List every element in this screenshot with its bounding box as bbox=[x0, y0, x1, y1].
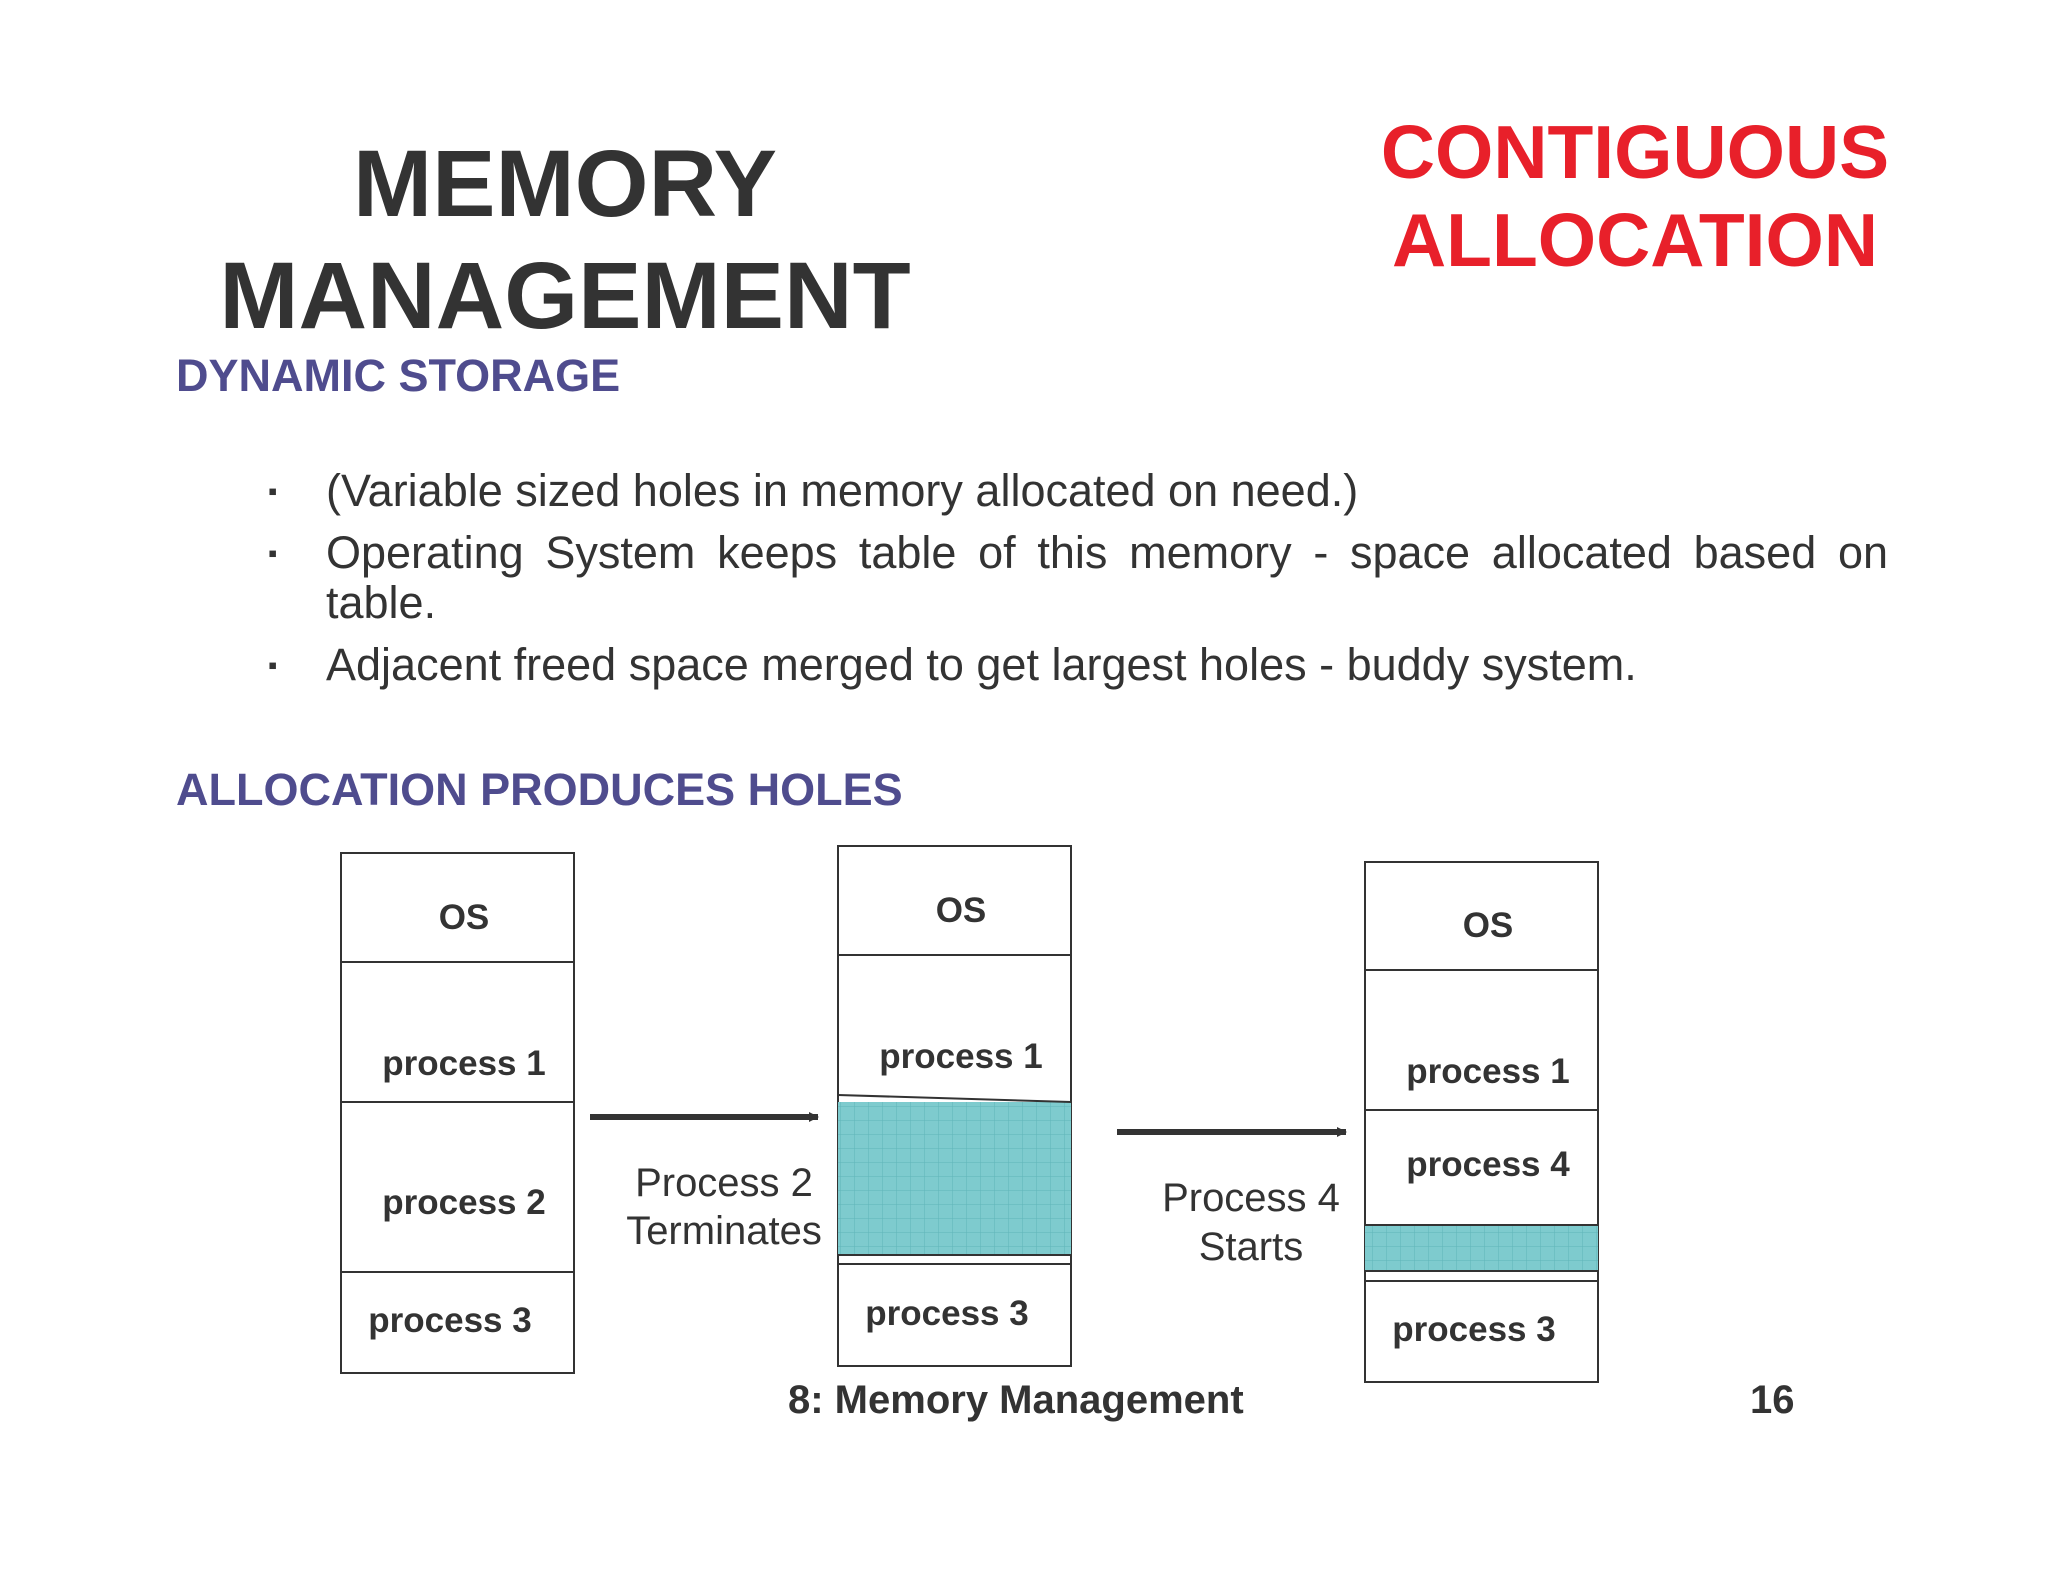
memory-column-before: OS process 1 process 2 process 3 bbox=[340, 852, 575, 1374]
footer-title: 8: Memory Management bbox=[788, 1378, 1244, 1422]
bullet-text: (Variable sized holes in memory allocate… bbox=[326, 465, 1359, 516]
title-line-2: MANAGEMENT bbox=[219, 243, 911, 349]
block-label-process-2: process 2 bbox=[382, 1183, 545, 1222]
arrow-caption-line-1: Process 2 bbox=[635, 1161, 813, 1205]
arrow-caption-line-2: Terminates bbox=[626, 1209, 822, 1253]
bullet-list: ▪ (Variable sized holes in memory allocat… bbox=[268, 466, 1888, 702]
column-outline bbox=[1364, 861, 1599, 1383]
memory-hole bbox=[1365, 1225, 1598, 1271]
bullet-item: ▪ Operating System keeps table of this me… bbox=[268, 528, 1888, 628]
memory-hole bbox=[838, 1102, 1071, 1255]
corner-line-2: ALLOCATION bbox=[1391, 198, 1879, 282]
corner-line-1: CONTIGUOUS bbox=[1380, 110, 1890, 194]
bullet-marker-icon: ▪ bbox=[268, 538, 278, 568]
corner-heading: CONTIGUOUS ALLOCATION bbox=[1370, 108, 1900, 284]
bullet-item: ▪ (Variable sized holes in memory allocat… bbox=[268, 466, 1888, 516]
block-label-process-1: process 1 bbox=[1406, 1052, 1569, 1091]
block-divider bbox=[837, 1094, 1072, 1103]
bullet-text: Operating System keeps table of this mem… bbox=[326, 527, 1888, 628]
column-outline bbox=[340, 852, 575, 1374]
bullet-marker-icon: ▪ bbox=[268, 650, 278, 680]
bullet-text: Adjacent freed space merged to get large… bbox=[326, 639, 1637, 690]
section-heading-allocation-holes: ALLOCATION PRODUCES HOLES bbox=[176, 764, 903, 815]
memory-column-after-termination: OS process 1 process 3 bbox=[837, 845, 1072, 1367]
block-label-os: OS bbox=[1463, 906, 1514, 945]
block-label-process-3: process 3 bbox=[865, 1294, 1028, 1333]
arrow-caption-line-1: Process 4 bbox=[1162, 1176, 1340, 1220]
block-label-os: OS bbox=[439, 898, 490, 937]
block-label-process-4: process 4 bbox=[1406, 1145, 1570, 1184]
bullet-item: ▪ Adjacent freed space merged to get larg… bbox=[268, 640, 1888, 690]
section-heading-dynamic-storage: DYNAMIC STORAGE bbox=[176, 350, 621, 401]
page-number: 16 bbox=[1750, 1378, 1795, 1422]
memory-column-after-start: OS process 1 process 4 process 3 bbox=[1364, 861, 1599, 1383]
block-label-os: OS bbox=[936, 891, 987, 930]
block-label-process-3: process 3 bbox=[368, 1301, 531, 1340]
block-label-process-1: process 1 bbox=[879, 1037, 1042, 1076]
bullet-marker-icon: ▪ bbox=[268, 476, 278, 506]
slide-title: MEMORY MANAGEMENT bbox=[160, 128, 970, 352]
block-label-process-3: process 3 bbox=[1392, 1310, 1555, 1349]
arrow-caption-line-2: Starts bbox=[1199, 1225, 1303, 1269]
block-label-process-1: process 1 bbox=[382, 1044, 545, 1083]
title-line-1: MEMORY bbox=[353, 131, 777, 237]
